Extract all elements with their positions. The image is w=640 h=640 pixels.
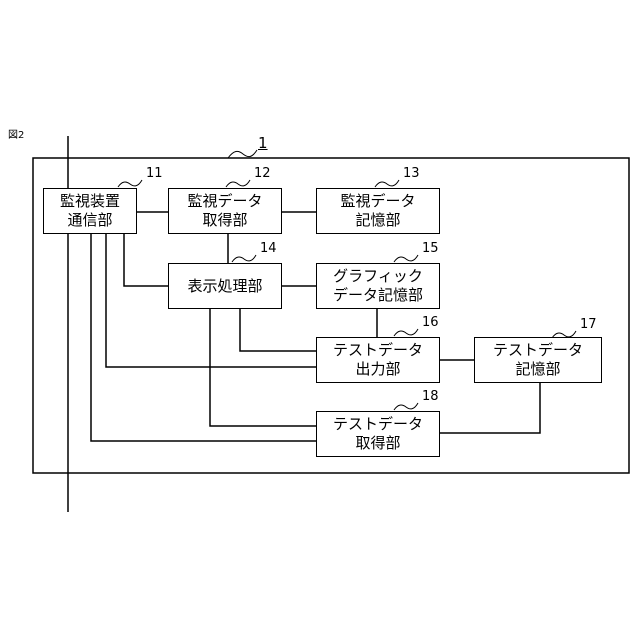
link-14-16 xyxy=(240,309,316,351)
leader-18 xyxy=(394,403,418,410)
block-test-data-store: テストデータ 記憶部 xyxy=(474,337,602,383)
block-11-line2: 通信部 xyxy=(67,211,112,230)
block-17-line2: 記憶部 xyxy=(515,360,560,379)
block-15-line2: データ記憶部 xyxy=(333,286,423,305)
ref-15: 15 xyxy=(422,241,439,256)
ref-13: 13 xyxy=(403,166,420,181)
leader-12 xyxy=(226,180,250,187)
ref-11: 11 xyxy=(146,166,163,181)
leader-11 xyxy=(118,180,142,187)
leader-16 xyxy=(394,329,418,336)
block-monitoring-data-store: 監視データ 記憶部 xyxy=(316,188,440,234)
link-17-18 xyxy=(440,382,540,433)
block-15-line1: グラフィック xyxy=(333,267,423,286)
block-13-line2: 記憶部 xyxy=(355,211,400,230)
block-graphic-data-store: グラフィック データ記憶部 xyxy=(316,263,440,309)
ref-16: 16 xyxy=(422,315,439,330)
block-12-line2: 取得部 xyxy=(202,211,247,230)
leader-15 xyxy=(394,255,418,262)
link-11-14 xyxy=(124,233,168,286)
device-ref-number: 1 xyxy=(258,134,268,152)
block-display-processing: 表示処理部 xyxy=(168,263,282,309)
block-12-line1: 監視データ xyxy=(187,192,262,211)
ref-14: 14 xyxy=(260,241,277,256)
block-18-line1: テストデータ xyxy=(333,415,423,434)
figure-label: 図2 xyxy=(8,126,24,141)
block-14-line1: 表示処理部 xyxy=(187,277,262,296)
block-monitoring-device-comm: 監視装置 通信部 xyxy=(43,188,137,234)
block-17-line1: テストデータ xyxy=(493,341,583,360)
leader-14 xyxy=(232,255,256,262)
ref-17: 17 xyxy=(580,317,597,332)
block-16-line2: 出力部 xyxy=(355,360,400,379)
leader-13 xyxy=(375,180,399,187)
block-13-line1: 監視データ xyxy=(340,192,415,211)
block-test-data-output: テストデータ 出力部 xyxy=(316,337,440,383)
block-16-line1: テストデータ xyxy=(333,341,423,360)
ref-18: 18 xyxy=(422,389,439,404)
ref-12: 12 xyxy=(254,166,271,181)
block-11-line1: 監視装置 xyxy=(60,192,120,211)
leader-1 xyxy=(228,150,257,158)
block-18-line2: 取得部 xyxy=(355,434,400,453)
block-test-data-acq: テストデータ 取得部 xyxy=(316,411,440,457)
block-monitoring-data-acq: 監視データ 取得部 xyxy=(168,188,282,234)
